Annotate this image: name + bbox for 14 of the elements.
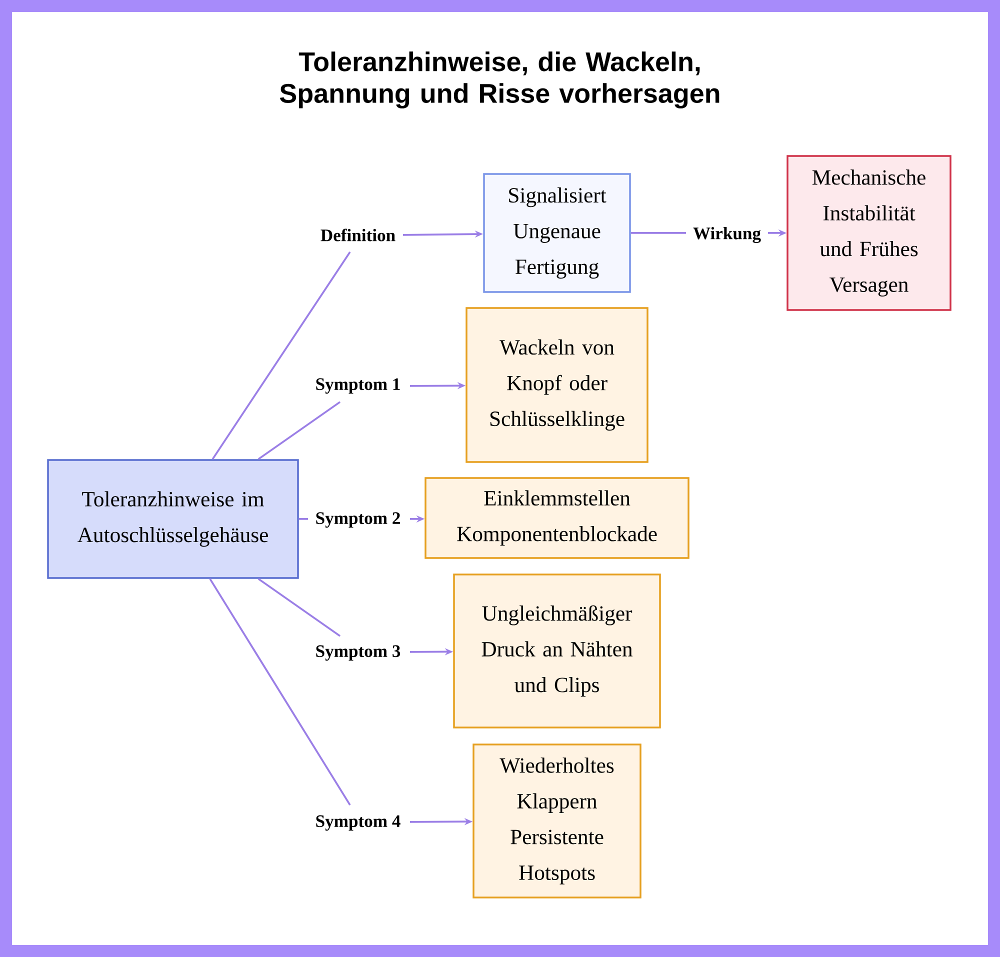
edge-label: Symptom 3 <box>314 644 402 662</box>
edge-label: Symptom 4 <box>314 814 402 832</box>
symptom-box: Wiederholtes Klappern Persistente Hotspots <box>472 744 642 898</box>
edge-label: Symptom 1 <box>314 377 402 395</box>
symptom-box: Ungleichmäßiger Druck an Nähten und Clips <box>453 574 661 728</box>
symptom-box: Wackeln von Knopf oder Schlüsselklinge <box>466 307 648 463</box>
edge-label: Definition <box>319 228 397 242</box>
effect-box: Mechanische Instabilität und Frühes Versagen <box>786 155 952 311</box>
symptom-box: Einklemmstellen Komponentenblockade <box>424 477 690 559</box>
process-box: Toleranzhinweise im Autoschlüsselgehäuse <box>47 459 299 579</box>
definition-box: Signalisiert Ungenaue Fertigung <box>483 173 631 293</box>
edge-label: Wirkung <box>692 226 762 244</box>
edge-label: Symptom 2 <box>314 511 402 529</box>
title: Toleranzhinweise, die Wackeln, Spannung und Risse vorhersagen <box>280 52 720 108</box>
